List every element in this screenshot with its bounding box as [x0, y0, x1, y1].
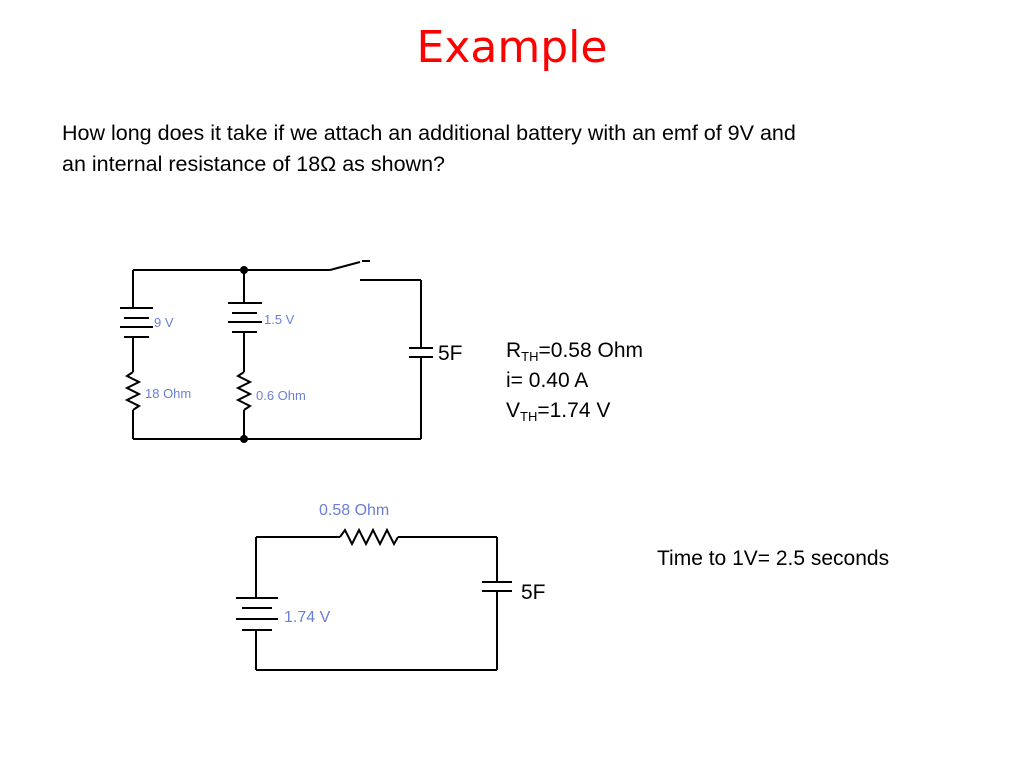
c1-capacitor: [409, 347, 433, 358]
c2-resistor: [339, 527, 399, 547]
c2-battery: [236, 597, 278, 631]
c1-resistor-1: [124, 371, 142, 411]
c2-battery-label: 1.74 V: [284, 609, 331, 626]
c1-battery-1-label: 9 V: [154, 315, 174, 330]
circuit-2: 0.58 Ohm 1.74 V 5F: [236, 502, 546, 671]
c1-junction-top: [240, 266, 248, 274]
question-line-1: How long does it take if we attach an ad…: [62, 121, 796, 145]
vth-result: VTH=1.74 V: [506, 399, 611, 424]
circuit-1: 9 V 18 Ohm 1.5 V 0.6 Ohm 5F: [120, 260, 463, 443]
c1-switch: [329, 260, 421, 281]
rth-result: RTH=0.58 Ohm: [506, 339, 643, 364]
question-text: How long does it take if we attach an ad…: [62, 118, 962, 180]
answer-text: Time to 1V= 2.5 seconds: [657, 547, 890, 570]
current-result: i= 0.40 A: [506, 369, 589, 392]
c2-resistor-label: 0.58 Ohm: [319, 502, 389, 519]
c1-junction-bottom: [240, 435, 248, 443]
slide-title: Example: [416, 22, 608, 73]
c2-capacitor-label: 5F: [521, 581, 546, 604]
results-block: RTH=0.58 Ohm i= 0.40 A VTH=1.74 V: [506, 336, 643, 426]
c1-resistor-2: [235, 371, 253, 411]
c1-resistor-1-label: 18 Ohm: [145, 386, 191, 401]
c1-battery-1: [120, 307, 153, 338]
c1-battery-2-label: 1.5 V: [264, 312, 295, 327]
c2-capacitor: [482, 581, 512, 592]
c1-capacitor-label: 5F: [438, 342, 463, 365]
c1-battery-2: [228, 302, 262, 333]
question-line-2: an internal resistance of 18Ω as shown?: [62, 152, 445, 176]
c1-resistor-2-label: 0.6 Ohm: [256, 388, 306, 403]
